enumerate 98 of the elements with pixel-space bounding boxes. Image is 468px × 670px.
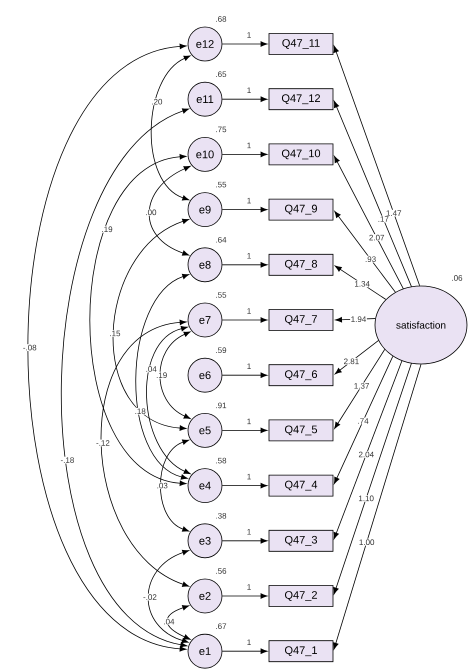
covariance-arrow: [89, 154, 186, 486]
edge-label: .19: [156, 372, 168, 379]
edge-label: .04: [145, 366, 158, 372]
covariance-arrow: [166, 605, 191, 640]
arrow: [222, 317, 268, 323]
arrow: [222, 41, 268, 47]
variance-label: .06: [452, 275, 462, 281]
arrow: [333, 363, 412, 594]
edge-label: .19: [100, 226, 114, 233]
variable-box: Q47_12: [268, 88, 334, 110]
arrow: [222, 96, 268, 102]
edge-label: 1: [246, 142, 252, 149]
edge-label: -.12: [95, 440, 110, 446]
arrow: [334, 211, 396, 293]
edge-label: 1: [246, 584, 252, 590]
variable-box: Q47_1: [268, 640, 334, 662]
edge-label: 1: [246, 418, 252, 425]
edge-label: .74: [356, 418, 370, 424]
edge-label: .00: [144, 208, 158, 216]
covariance-arrow: [100, 320, 190, 587]
arrow: [335, 317, 376, 322]
edge-label: .93: [364, 256, 377, 263]
variance-label: .58: [216, 458, 226, 464]
edge-label: 1: [246, 252, 252, 260]
edge-label: .20: [150, 98, 164, 106]
variance-label: .59: [216, 347, 226, 354]
edge-label: 1: [246, 86, 252, 94]
covariance-arrow: [150, 55, 191, 200]
edge-label: 1.94: [350, 316, 367, 323]
variable-box: Q47_11: [268, 33, 334, 55]
variable-box: Q47_6: [268, 364, 334, 386]
edge-label: 1.37: [353, 382, 370, 390]
edge-label: .18: [134, 408, 146, 415]
arrow: [222, 482, 268, 488]
variable-box: Q47_7: [268, 309, 334, 331]
arrow: [222, 538, 268, 544]
covariance-arrow: [160, 440, 190, 532]
edge-label: .17: [377, 216, 390, 222]
edge-label: -.02: [142, 594, 158, 601]
edge-label: 1: [246, 362, 252, 370]
arrow: [334, 349, 386, 429]
edge-label: -.18: [60, 456, 75, 464]
edge-label: 1: [246, 197, 252, 204]
edge-label: 1: [246, 473, 252, 480]
arrow: [222, 152, 268, 158]
arrow: [334, 100, 412, 287]
edge-label: 1.47: [385, 210, 402, 216]
edge-label: 1: [246, 528, 252, 536]
edge-label: 1.00: [358, 538, 376, 546]
covariance-arrow: [148, 550, 190, 644]
variance-label: .91: [216, 402, 226, 408]
arrow: [334, 266, 386, 300]
edge-label: .04: [162, 618, 176, 626]
edge-label: 1.10: [358, 494, 375, 502]
variance-label: .64: [216, 236, 226, 243]
arrow: [334, 356, 394, 484]
arrow: [333, 364, 422, 650]
edge-label: .03: [156, 482, 168, 490]
edge-label: 1: [246, 32, 252, 38]
variable-box: Q47_8: [268, 254, 334, 276]
variance-label: .67: [216, 623, 226, 630]
variance-label: .38: [216, 512, 226, 519]
arrow: [222, 372, 268, 378]
variable-box: Q47_2: [268, 585, 334, 607]
variable-box: Q47_10: [268, 144, 334, 166]
variance-label: .55: [216, 182, 226, 188]
arrow: [222, 648, 268, 654]
edge-label: 2.04: [358, 451, 375, 458]
variable-box: Q47_3: [268, 530, 334, 552]
covariance-arrow: [135, 274, 190, 480]
variance-label: .56: [216, 568, 226, 574]
covariance-arrow: [112, 218, 190, 431]
variance-label: .68: [216, 16, 226, 22]
arrow: [222, 206, 268, 212]
arrow: [334, 46, 420, 286]
covariance-arrow: [146, 326, 191, 474]
edge-label: 1: [246, 638, 252, 646]
edge-label: 1.34: [354, 280, 371, 288]
arrow: [334, 360, 402, 540]
variance-label: .55: [216, 292, 226, 298]
arrow: [334, 340, 379, 374]
edge-label: 2.07: [368, 234, 386, 242]
covariance-arrow: [148, 166, 191, 256]
edge-label: 1: [246, 308, 252, 314]
edge-label: 2.81: [343, 358, 360, 365]
variance-label: .65: [216, 71, 226, 78]
arrow: [222, 262, 268, 268]
covariance-arrow: [160, 331, 191, 419]
covariance-arrow: [60, 108, 190, 648]
arrow: [222, 593, 268, 599]
edge-label: .15: [108, 330, 122, 337]
arrow: [222, 428, 268, 434]
variable-box: Q47_5: [268, 420, 334, 442]
variable-box: Q47_4: [268, 474, 334, 496]
variance-label: .75: [216, 126, 226, 132]
edge-label: -.08: [22, 344, 38, 352]
arrow: [334, 156, 404, 289]
variable-box: Q47_9: [268, 198, 334, 221]
